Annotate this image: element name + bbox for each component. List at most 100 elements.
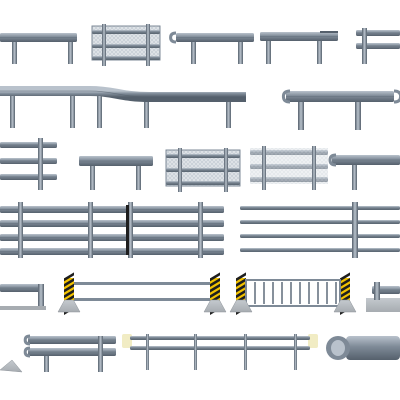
post <box>355 102 361 130</box>
base-plate <box>0 306 46 310</box>
post <box>374 282 380 300</box>
post <box>38 284 44 310</box>
item-four-rail-barrier-long-13 <box>0 202 224 258</box>
post <box>10 96 15 128</box>
rail-groove <box>0 90 246 98</box>
hazard-stripe <box>64 283 74 293</box>
post <box>198 202 203 258</box>
post <box>38 138 43 190</box>
post <box>224 148 228 192</box>
item-double-rail-guard-5 <box>356 28 400 64</box>
post <box>326 282 328 304</box>
hazard-stripe <box>64 289 74 299</box>
post <box>299 282 301 304</box>
post <box>281 282 283 304</box>
post <box>191 42 196 64</box>
hazard-stripe <box>340 289 350 299</box>
post <box>244 334 247 370</box>
item-hazard-post-crowd-rail-16 <box>57 272 227 315</box>
hazard-stripe <box>236 272 246 282</box>
post <box>98 336 103 372</box>
rail-body <box>346 336 400 360</box>
post <box>362 28 367 64</box>
hazard-stripe <box>64 272 74 282</box>
item-end-terminal-reflector-cap-22 <box>326 336 400 360</box>
post <box>12 42 17 64</box>
rail-top-lip <box>320 31 338 33</box>
rail-splice <box>126 205 129 255</box>
hazard-stripe <box>236 289 246 299</box>
post <box>144 102 149 128</box>
item-triple-rail-fence-8 <box>0 138 57 190</box>
item-w-beam-rail-end-15 <box>0 284 46 310</box>
post <box>102 24 106 66</box>
post <box>44 356 49 372</box>
post <box>70 96 75 128</box>
item-mesh-panel-fence-10 <box>165 148 241 192</box>
hazard-stripe <box>236 278 246 287</box>
item-w-beam-rail-end-terminal-20 <box>23 334 116 372</box>
post <box>312 146 316 190</box>
hazard-stripe <box>340 278 350 287</box>
mesh-panel <box>250 148 328 184</box>
post <box>352 202 358 258</box>
rail-end-curl <box>23 346 31 358</box>
hazard-stripe <box>210 283 220 293</box>
post <box>68 42 73 64</box>
item-hazard-post-picket-barrier-17 <box>229 272 357 315</box>
hazard-post <box>64 278 74 306</box>
post <box>136 166 141 190</box>
reflector-cap <box>122 334 132 348</box>
rail-end-curl <box>393 89 400 104</box>
post <box>290 282 292 304</box>
post <box>97 96 102 128</box>
item-mesh-panel-fence-2 <box>91 24 161 66</box>
concrete-wedge <box>229 299 253 313</box>
bottom-tube <box>74 298 210 301</box>
post <box>294 334 297 370</box>
post <box>335 282 337 304</box>
concrete-wedge <box>0 359 23 373</box>
post <box>298 102 304 130</box>
post <box>178 148 182 192</box>
post <box>238 42 243 64</box>
item-concrete-base-rail-end-18 <box>366 282 400 312</box>
item-w-beam-rail-end-terminal-7 <box>281 89 400 130</box>
post <box>226 102 231 128</box>
concrete-wedge <box>203 299 227 313</box>
item-four-rail-barrier-long-14 <box>240 202 400 258</box>
post <box>317 41 322 64</box>
item-w-beam-rail-end-terminal-3 <box>169 31 254 64</box>
item-reflector-rail-three-post-21 <box>122 334 318 370</box>
item-concrete-base-wedge-19 <box>0 359 23 373</box>
post <box>194 334 197 370</box>
post <box>146 24 150 66</box>
reflector-cap <box>308 334 318 348</box>
post <box>317 282 319 304</box>
concrete-wedge <box>57 299 81 313</box>
item-w-beam-rail-short-9 <box>79 156 153 190</box>
hazard-post <box>236 278 246 306</box>
end-cap-highlight <box>331 340 345 356</box>
item-w-beam-rail-short-1 <box>0 33 77 64</box>
concrete-wedge <box>333 299 357 313</box>
hazard-stripe <box>340 283 350 293</box>
barrier-frame <box>245 279 341 307</box>
item-w-beam-rail-curved-6 <box>0 86 246 128</box>
post <box>254 282 256 304</box>
item-w-beam-rail-end-terminal-12 <box>328 153 400 190</box>
post <box>18 202 23 258</box>
rail-end-curl <box>281 89 291 104</box>
post <box>272 282 274 304</box>
post <box>128 202 133 258</box>
rail-end-curl <box>169 31 177 44</box>
rail-end-curl <box>23 334 31 346</box>
hazard-post <box>340 278 350 306</box>
hazard-stripe <box>340 272 350 282</box>
hazard-stripe <box>210 278 220 287</box>
top-tube <box>74 282 210 285</box>
hazard-stripe <box>210 289 220 299</box>
post <box>90 166 95 190</box>
